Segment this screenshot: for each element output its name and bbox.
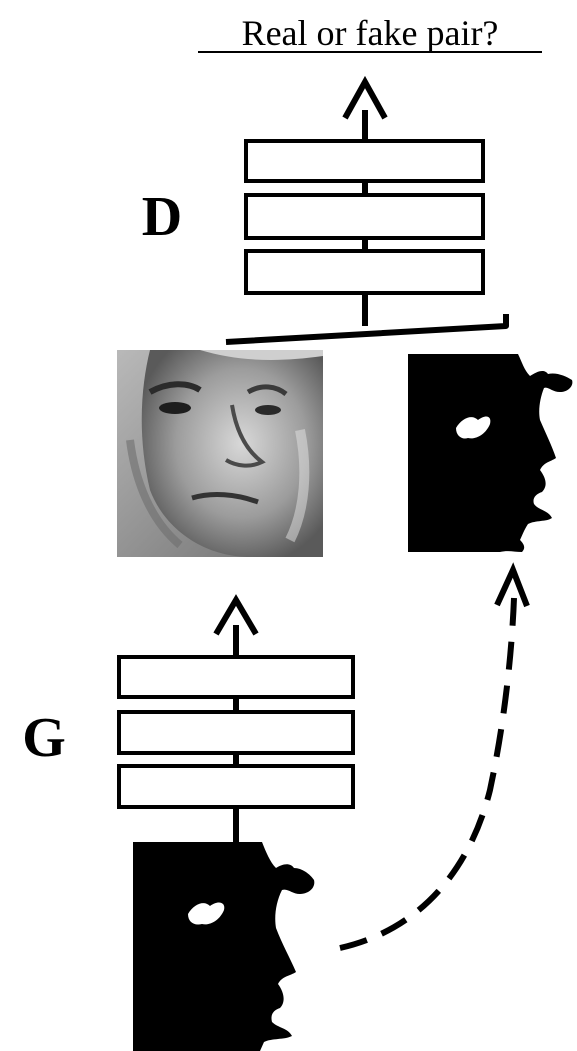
d-input-join-line xyxy=(225,314,509,345)
d-label: D xyxy=(142,186,182,248)
g-output-arrow-icon xyxy=(213,594,259,636)
d-layer-block-3 xyxy=(244,249,485,295)
g-label: G xyxy=(22,707,66,769)
g-layer-block-1 xyxy=(117,655,355,699)
copy-mask-dashed-arrow xyxy=(339,597,517,951)
g-layer-block-2 xyxy=(117,710,355,755)
input-mask-image xyxy=(133,842,315,1051)
title-text: Real or fake pair? xyxy=(242,13,499,53)
g-layer-block-3 xyxy=(117,764,355,809)
dashed-arrow-head-icon xyxy=(494,562,530,608)
generated-mask-image xyxy=(408,354,573,552)
real-face-photo xyxy=(117,350,323,557)
d-layer-block-1 xyxy=(244,139,485,183)
d-layer-block-2 xyxy=(244,193,485,240)
d-output-arrow-icon xyxy=(342,75,388,120)
